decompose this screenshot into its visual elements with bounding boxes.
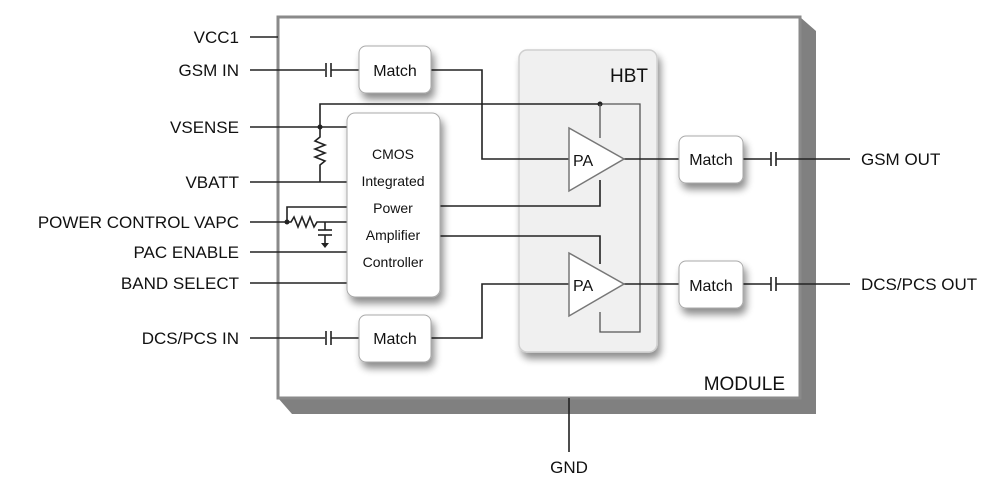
pin-label-gsm-out: GSM OUT [861, 150, 940, 169]
hbt-label: HBT [610, 66, 648, 87]
internal-wires [431, 69, 679, 339]
vsense-network [312, 103, 600, 182]
dcs-in-capacitor [325, 331, 359, 345]
gsm-in-capacitor [325, 63, 359, 77]
left-pin-wires [250, 36, 347, 339]
controller-line-3: Power [373, 200, 413, 216]
pin-label-dcs-pcs-out: DCS/PCS OUT [861, 275, 977, 294]
match-dcs-in-label: Match [373, 331, 417, 348]
pin-label-pac-enable: PAC ENABLE [133, 243, 239, 262]
controller-line-4: Amplifier [366, 227, 421, 243]
match-dcs-in: Match [358, 314, 432, 363]
hbt-block [518, 49, 658, 353]
vapc-network [284, 206, 347, 248]
match-gsm-in: Match [358, 45, 432, 94]
pa-gsm: PA [568, 126, 626, 193]
pin-label-gnd: GND [550, 458, 588, 477]
pin-label-vbatt: VBATT [185, 173, 239, 192]
module-label: MODULE [704, 374, 785, 395]
pa-gsm-label: PA [573, 153, 593, 170]
pin-label-vsense: VSENSE [170, 118, 239, 137]
gsm-out-capacitor [743, 152, 850, 166]
controller-line-2: Integrated [361, 173, 424, 189]
controller-line-1: CMOS [372, 146, 414, 162]
match-gsm-out-label: Match [689, 152, 733, 169]
pa-dcs-label: PA [573, 278, 593, 295]
dcs-out-capacitor [743, 277, 850, 291]
controller-line-5: Controller [363, 254, 424, 270]
cmos-controller-block: CMOS Integrated Power Amplifier Controll… [346, 112, 441, 298]
pin-label-gsm-in: GSM IN [179, 61, 239, 80]
match-dcs-out-label: Match [689, 278, 733, 295]
pin-label-vcc1: VCC1 [194, 28, 239, 47]
match-dcs-out: Match [678, 260, 744, 309]
pin-label-vapc: POWER CONTROL VAPC [38, 213, 239, 232]
match-gsm-out: Match [678, 135, 744, 184]
match-gsm-in-label: Match [373, 63, 417, 80]
pin-label-dcs-pcs-in: DCS/PCS IN [142, 329, 239, 348]
pin-label-band-select: BAND SELECT [121, 274, 239, 293]
pa-dcs: PA [568, 251, 626, 318]
